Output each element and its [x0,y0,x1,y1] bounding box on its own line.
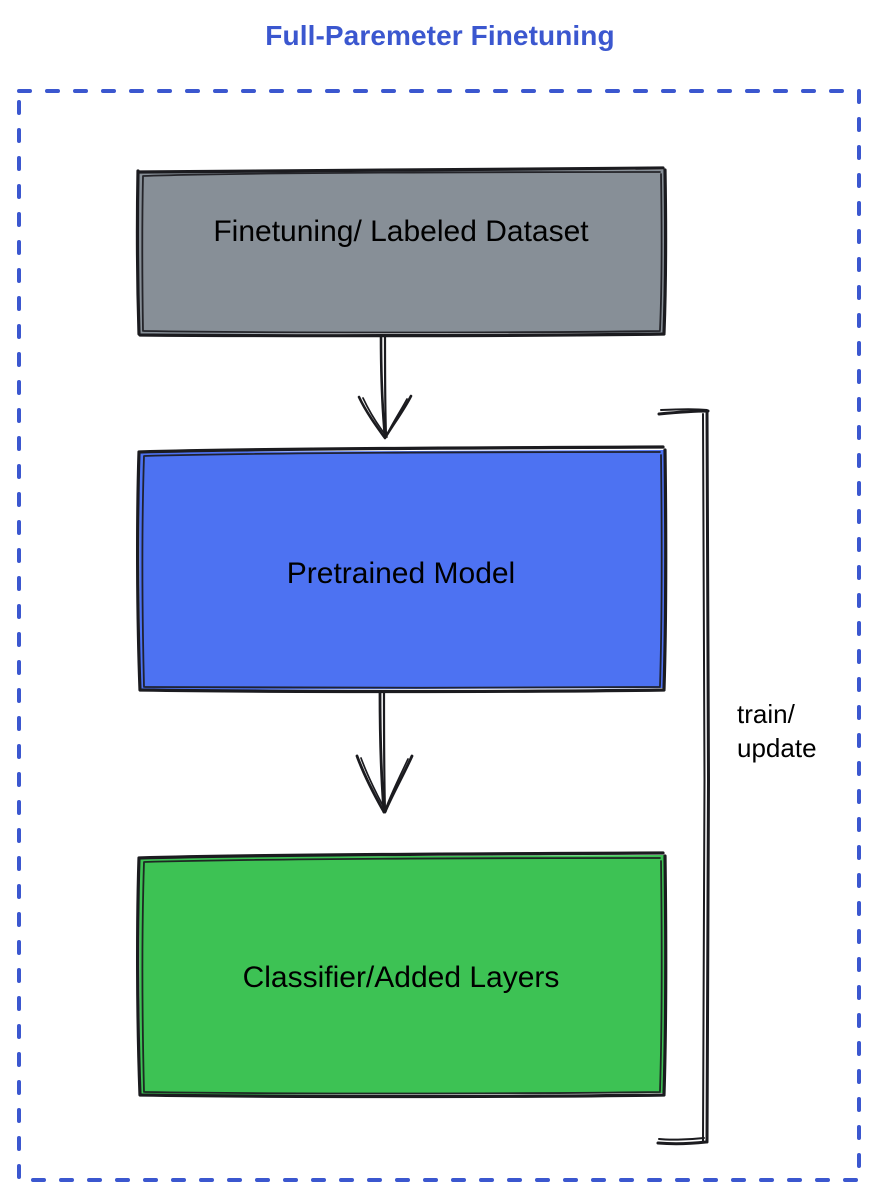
node-pretrained-stroke-a [136,445,668,694]
edge-dataset-to-pretrained-shaft2 [383,334,388,438]
node-classifier-stroke-b [141,857,663,1095]
edge-feedback-bracket-top [657,409,710,416]
node-classifier[interactable] [136,851,668,1099]
node-dataset[interactable] [135,166,668,338]
edge-feedback-bracket-top2 [660,408,708,411]
edge-pretrained-to-classifier-shaft2 [382,690,387,813]
edge-dataset-to-pretrained [357,334,413,440]
node-pretrained-fill [139,450,665,690]
node-pretrained[interactable] [136,445,668,694]
edge-dataset-to-pretrained-shaft [379,334,387,439]
edge-feedback-bracket-vertical2 [702,413,706,1142]
edge-pretrained-to-classifier-head2 [360,757,409,812]
node-classifier-label: Classifier/Added Layers [242,961,560,994]
node-classifier-fill [139,855,665,1095]
node-dataset-stroke-a [135,166,668,338]
edge-feedback-label: train/ update [737,699,817,763]
edge-feedback-bracket [656,408,710,1146]
dashed-container-frame [17,89,861,1182]
edge-pretrained-to-classifier-shaft [378,690,386,814]
page-title: Full-Paremeter Finetuning [265,20,615,51]
node-classifier-stroke-a [136,851,668,1099]
node-dataset-fill [138,170,665,334]
node-pretrained-stroke-b [141,451,663,689]
node-dataset-stroke-b [141,171,663,334]
edge-pretrained-to-classifier [355,690,414,814]
edge-feedback-bracket-vertical [705,410,710,1144]
edge-feedback-bracket-bottom2 [658,1137,705,1141]
node-pretrained-label: Pretrained Model [286,557,516,590]
edge-dataset-to-pretrained-head2 [362,397,408,438]
node-dataset-label: Finetuning/ Labeled Dataset [213,215,589,248]
edge-feedback-bracket-bottom [656,1140,708,1146]
